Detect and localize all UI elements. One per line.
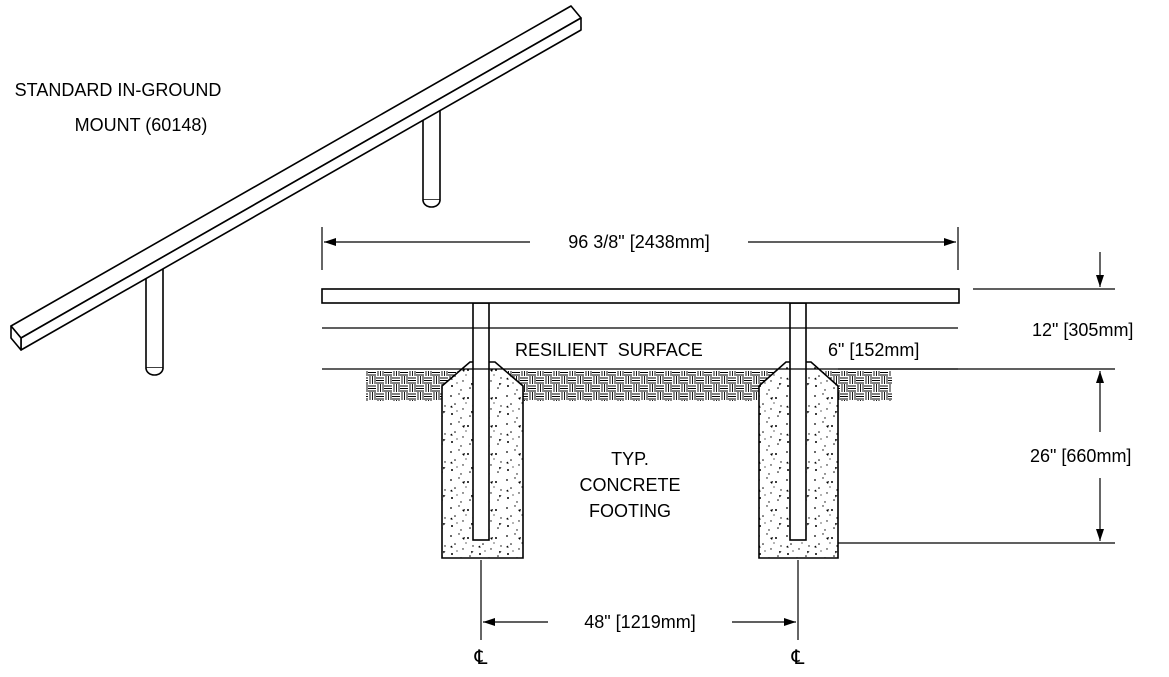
post-right	[789, 302, 807, 541]
footing-label-line-3: FOOTING	[589, 501, 671, 521]
dimension-footing-depth	[838, 368, 1115, 544]
title-line-1: STANDARD IN-GROUND	[15, 80, 222, 100]
surface-depth-label: 6" [152mm]	[828, 340, 919, 360]
post-spacing-label: 48" [1219mm]	[584, 612, 695, 632]
surface-label: RESILIENT SURFACE	[515, 340, 703, 360]
footing-label: TYP. CONCRETE FOOTING	[579, 449, 680, 521]
rail-height-label: 12" [305mm]	[1032, 320, 1133, 340]
dimension-rail-height	[973, 252, 1115, 290]
isometric-back-post	[422, 94, 441, 208]
dimension-overall-length	[321, 227, 959, 270]
isometric-rail	[10, 5, 582, 351]
title-line-2: MOUNT (60148)	[75, 115, 208, 135]
elevation-view: RESILIENT SURFACE 6" [152mm] TYP. CONCRE…	[321, 288, 960, 559]
centerline-symbol-left: ℄	[474, 647, 488, 669]
footing-label-line-1: TYP.	[611, 449, 649, 469]
isometric-view	[10, 5, 582, 376]
footing-depth-label: 26" [660mm]	[1030, 446, 1131, 466]
footing-label-line-2: CONCRETE	[579, 475, 680, 495]
dimension-post-spacing	[480, 560, 799, 640]
centerline-symbol-right: ℄	[791, 647, 805, 669]
post-left	[472, 302, 490, 541]
overall-length-label: 96 3/8" [2438mm]	[568, 232, 709, 252]
isometric-front-post	[145, 259, 164, 376]
rail	[321, 288, 960, 304]
